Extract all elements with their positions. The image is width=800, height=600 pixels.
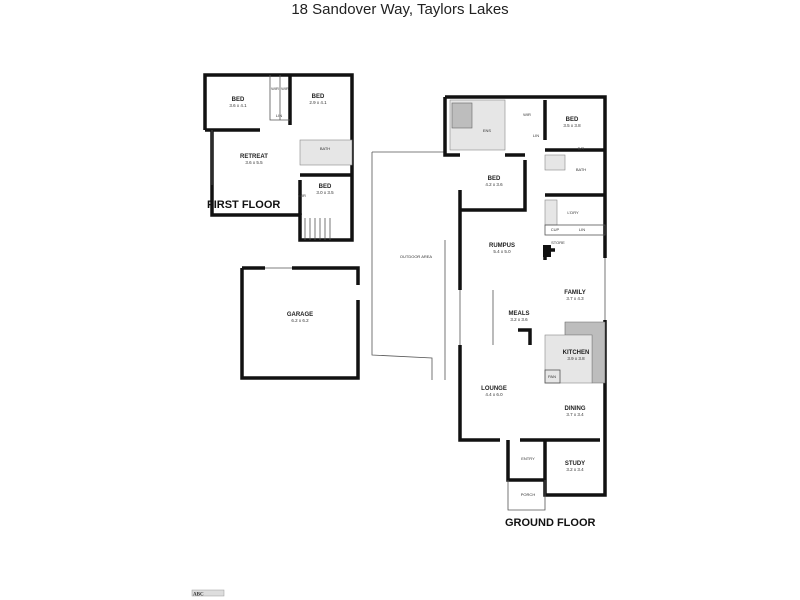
room-label: BED bbox=[566, 117, 579, 123]
room-size: 3.7 x 4.3 bbox=[566, 296, 584, 301]
room-label: WIR bbox=[271, 86, 279, 91]
logo-text: ABC bbox=[193, 593, 204, 598]
bath-fixtures bbox=[299, 139, 353, 166]
room-size: 3.6 x 5.5 bbox=[245, 160, 263, 165]
room-size: 2.9 x 4.1 bbox=[309, 100, 327, 105]
room-label: BED bbox=[312, 94, 325, 100]
room-label: KITCHEN bbox=[563, 350, 590, 356]
page-title: 18 Sandover Way, Taylors Lakes bbox=[291, 1, 509, 18]
room-size: 3.7 x 3.4 bbox=[566, 412, 584, 417]
room-label: DINING bbox=[565, 406, 586, 412]
spa-bath bbox=[451, 102, 473, 129]
room-size: 3.5 x 3.8 bbox=[563, 123, 581, 128]
shower bbox=[544, 154, 566, 171]
room-size: 3.9 x 3.8 bbox=[567, 356, 585, 361]
room-label: LOUNGE bbox=[481, 386, 507, 392]
cupboards bbox=[544, 224, 606, 236]
room-size: 4.2 x 3.6 bbox=[485, 182, 503, 187]
room-label: MEALS bbox=[509, 311, 530, 317]
room-size: 3.6 x 4.1 bbox=[229, 103, 247, 108]
pantry bbox=[544, 369, 561, 384]
room-size: 3.2 x 3.4 bbox=[566, 467, 584, 472]
stairs bbox=[304, 218, 331, 240]
room-size: 4.4 x 6.0 bbox=[485, 392, 503, 397]
room-size: 6.2 x 6.2 bbox=[291, 318, 309, 323]
company-logo: ABC bbox=[191, 589, 225, 598]
first-floor-plan: FIRST FLOOR BED 3.6 x 4.1 BED 2.9 x 4.1 … bbox=[203, 73, 354, 242]
room-label: LIN bbox=[533, 133, 539, 138]
room-label: LIN bbox=[579, 227, 585, 232]
room-label: ENTRY bbox=[521, 456, 535, 461]
room-label: RUMPUS bbox=[489, 243, 515, 249]
room-label: PORCH bbox=[521, 492, 536, 497]
room-label: CUP bbox=[551, 227, 560, 232]
room-label: BATH bbox=[576, 167, 586, 172]
room-label: PAN bbox=[548, 374, 556, 379]
room-label: B/R bbox=[578, 146, 585, 151]
room-size: 3.0 x 3.5 bbox=[316, 190, 334, 195]
room-size: 3.2 x 3.6 bbox=[510, 317, 528, 322]
room-label: BED bbox=[488, 176, 501, 182]
outdoor-area: OUTDOOR AREA bbox=[371, 151, 446, 380]
ground-floor-plan: GROUND FLOOR ENS WIR LIN BED 3.5 x 3.8 B… bbox=[443, 95, 607, 529]
room-label: OUTDOOR AREA bbox=[400, 254, 433, 259]
room-label: STORE bbox=[551, 240, 565, 245]
room-label: STUDY bbox=[565, 461, 585, 467]
room-size: 5.4 x 5.0 bbox=[493, 249, 511, 254]
garage-plan: GARAGE 6.2 x 6.2 bbox=[240, 266, 360, 380]
room-label: ENS bbox=[483, 128, 492, 133]
first-floor-label: FIRST FLOOR bbox=[207, 199, 280, 211]
column bbox=[543, 245, 551, 257]
room-label: BED bbox=[232, 97, 245, 103]
room-label: BED bbox=[319, 184, 332, 190]
room-label: GARAGE bbox=[287, 312, 313, 318]
ground-floor-label: GROUND FLOOR bbox=[505, 517, 595, 529]
room-label: L'DRY bbox=[567, 210, 579, 215]
laundry-bench bbox=[544, 199, 558, 226]
kitchen-floor bbox=[544, 334, 593, 384]
room-label: RETREAT bbox=[240, 154, 268, 160]
room-label: WIR bbox=[281, 86, 289, 91]
room-label: WIR bbox=[298, 193, 306, 198]
room-label: LIN bbox=[276, 113, 282, 118]
room-label: BATH bbox=[320, 146, 330, 151]
room-label: FAMILY bbox=[564, 290, 585, 296]
room-label: WIR bbox=[523, 112, 531, 117]
